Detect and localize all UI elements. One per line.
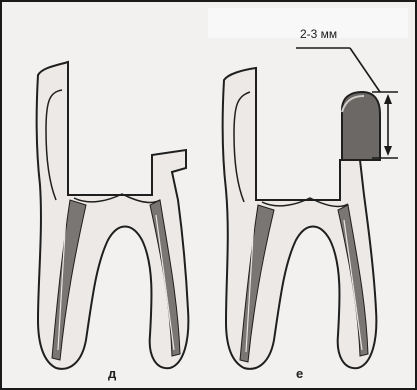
panel-label-e: е: [296, 366, 303, 381]
panel-label-d: д: [108, 366, 117, 381]
arrow-up: [384, 94, 392, 104]
dimension-label: 2-3 мм: [300, 27, 337, 41]
arrow-down: [384, 146, 392, 156]
dimension-leader: [350, 48, 380, 92]
